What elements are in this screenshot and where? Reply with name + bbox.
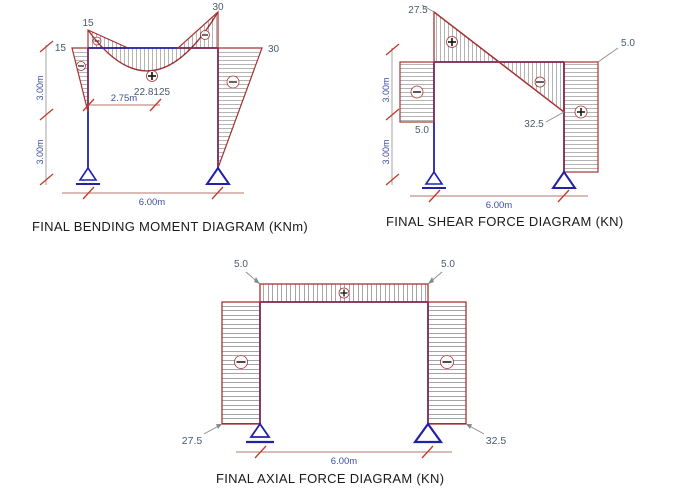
bmd-value-right-column: 30 (268, 44, 280, 55)
bmd-span-label: 6.00m (139, 197, 165, 208)
sfd-right-support (551, 170, 577, 189)
sfd-span-label: 6.00m (486, 200, 512, 211)
bmd-right-column-moment (217, 47, 263, 169)
bmd-value-left-column-top: 15 (82, 18, 94, 29)
afd-leader-beam-left (245, 271, 261, 285)
shear-force-diagram: 3.00m 3.00m (381, 4, 635, 211)
sfd-height-label-lower: 3.00m (381, 139, 391, 164)
sfd-beam-shear (433, 10, 565, 114)
afd-left-support (246, 422, 274, 444)
sfd-title: FINAL SHEAR FORCE DIAGRAM (KN) (386, 214, 624, 229)
sfd-left-column-shear (399, 61, 435, 123)
afd-left-column-axial (221, 301, 261, 425)
sfd-vertical-dimension: 3.00m 3.00m (381, 43, 400, 186)
bmd-title: FINAL BENDING MOMENT DIAGRAM (KNm) (32, 219, 308, 234)
bmd-value-midspan: 22.8125 (134, 87, 171, 98)
afd-value-beam-left: 5.0 (234, 259, 248, 270)
sfd-leader-right-beam (545, 111, 565, 123)
bmd-right-joint-moment (176, 10, 219, 49)
bmd-height-label-lower: 3.00m (35, 139, 45, 164)
bmd-left-joint-moment (87, 29, 129, 49)
sfd-value-left-column: 5.0 (415, 125, 429, 136)
sfd-leader-top-left (421, 4, 435, 13)
bmd-left-column-moment (71, 47, 89, 113)
afd-leader-right-column (465, 423, 485, 435)
bending-moment-diagram: 3.00m 3.00m (35, 2, 280, 208)
bmd-right-support (205, 166, 231, 185)
bmd-span-dimension: 6.00m (62, 186, 244, 208)
sfd-value-beam-right: 32.5 (524, 119, 544, 130)
afd-leader-left-column (203, 423, 223, 435)
sfd-value-right-column: 5.0 (621, 38, 635, 49)
sfd-right-column-shear (563, 61, 599, 173)
afd-frame (259, 301, 429, 424)
bmd-height-label-upper: 3.00m (35, 75, 45, 100)
axial-force-diagram: 6.00m 5.0 5.0 27.5 32.5 (182, 259, 507, 467)
afd-leader-beam-right (427, 271, 443, 285)
afd-value-left-column: 27.5 (182, 435, 203, 447)
bmd-vertical-dimension: 3.00m 3.00m (35, 40, 54, 186)
bmd-extra-dimension: 2.75m (82, 93, 162, 112)
afd-beam-axial (259, 283, 429, 303)
bmd-value-right-joint: 30 (212, 2, 224, 13)
bmd-value-left-joint: 15 (55, 43, 67, 54)
sfd-height-label-upper: 3.00m (381, 77, 391, 102)
sfd-leader-top-right (597, 47, 619, 63)
bmd-beam-sag (87, 11, 219, 82)
afd-title: FINAL AXIAL FORCE DIAGRAM (KN) (216, 471, 445, 486)
bmd-extra-dim-label: 2.75m (111, 93, 137, 104)
sfd-value-left-top: 27.5 (408, 5, 428, 16)
afd-span-label: 6.00m (331, 456, 357, 467)
afd-right-support (412, 422, 444, 444)
afd-span-dimension: 6.00m (236, 445, 452, 467)
bmd-left-support (76, 166, 100, 185)
sfd-span-dimension: 6.00m (410, 189, 588, 211)
afd-value-beam-right: 5.0 (441, 259, 455, 270)
afd-value-right-column: 32.5 (486, 435, 507, 447)
sfd-left-support (422, 170, 446, 189)
afd-right-column-axial (427, 301, 467, 425)
